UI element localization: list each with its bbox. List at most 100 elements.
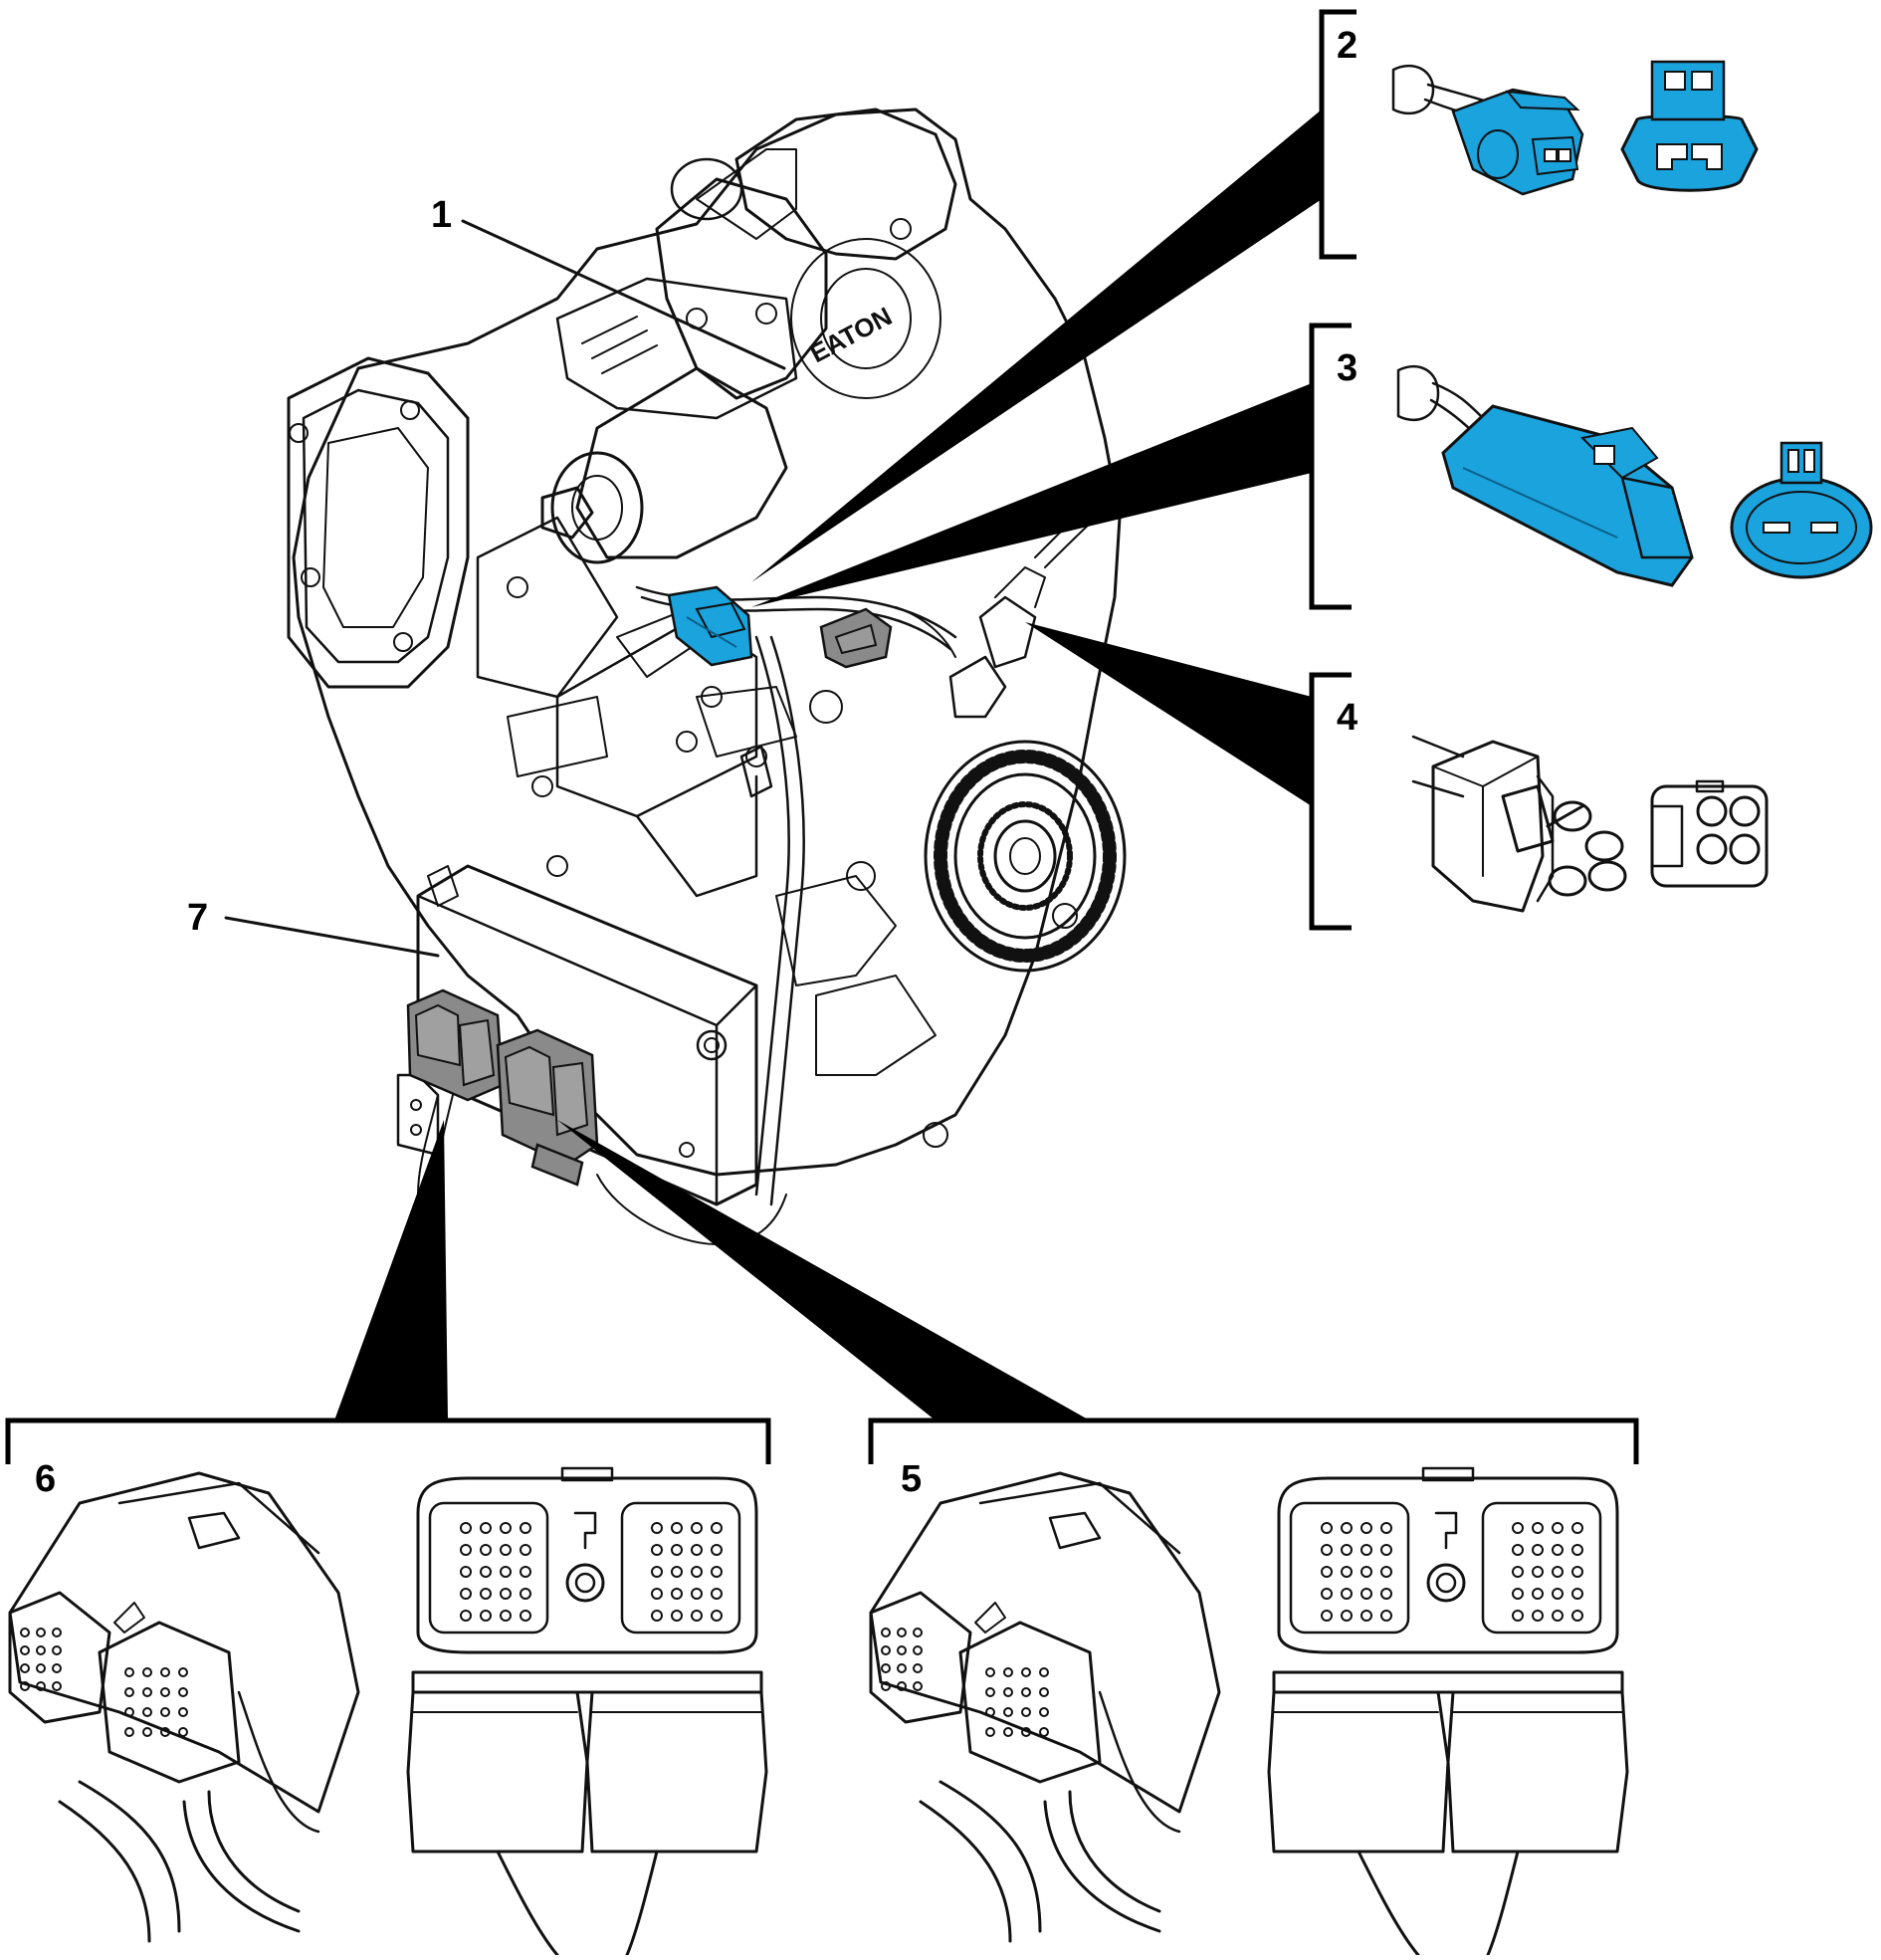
pin-hole [671, 1588, 683, 1600]
pin-hole [881, 1681, 891, 1691]
pin-hole [1571, 1566, 1583, 1578]
pin-hole [985, 1667, 995, 1677]
pin-hole [1512, 1566, 1524, 1578]
pin-hole [671, 1566, 683, 1578]
pin-hole [1571, 1522, 1583, 1534]
pin-hole [178, 1727, 188, 1737]
pin-hole [985, 1727, 995, 1737]
housing-logo: EATON [805, 301, 897, 368]
pin-hole [1003, 1667, 1013, 1677]
wedge-4 [1025, 622, 1312, 806]
pin-hole [1552, 1522, 1564, 1534]
pin-hole [1532, 1588, 1544, 1600]
detail-5-tcm-plugs [869, 1466, 1629, 1957]
pin-hole [1003, 1707, 1013, 1717]
pin-hole [1321, 1610, 1333, 1622]
pin-hole [671, 1610, 683, 1622]
pin-hole [1512, 1522, 1524, 1534]
pin-hole [1571, 1544, 1583, 1556]
leader-line-1 [461, 219, 786, 370]
detail-3-sealed-connector [1396, 364, 1873, 587]
pin-hole [1552, 1610, 1564, 1622]
callout-5: 5 [901, 1458, 922, 1500]
pin-hole [520, 1610, 531, 1622]
pin-hole [1360, 1544, 1372, 1556]
pin-hole [480, 1610, 492, 1622]
pin-hole [691, 1588, 703, 1600]
pin-hole [142, 1687, 152, 1697]
pin-hole [124, 1667, 134, 1677]
pin-hole [1360, 1610, 1372, 1622]
pin-hole [460, 1588, 472, 1600]
pin-hole [1003, 1727, 1013, 1737]
pin-hole [691, 1522, 703, 1534]
pin-hole [36, 1663, 46, 1673]
leader-line-7 [224, 916, 440, 958]
pin-hole [178, 1707, 188, 1717]
bracket-5 [868, 1417, 1639, 1464]
pin-hole [1380, 1610, 1392, 1622]
bracket-2 [1319, 9, 1357, 260]
pin-hole [124, 1687, 134, 1697]
output-tone-wheel [924, 740, 1127, 973]
pin-hole [160, 1727, 170, 1737]
pin-hole [711, 1588, 723, 1600]
pin-hole [178, 1687, 188, 1697]
pin-hole [460, 1610, 472, 1622]
callout-6: 6 [35, 1458, 56, 1500]
detail-6-tcm-plugs [8, 1466, 768, 1957]
wedge-5 [557, 1120, 1090, 1420]
callout-1: 1 [431, 194, 452, 236]
pin-hole [1341, 1522, 1353, 1534]
highlighted-connector-on-unit [667, 585, 753, 667]
pin-hole [1380, 1588, 1392, 1600]
pin-hole [913, 1681, 923, 1691]
callout-3: 3 [1337, 347, 1358, 389]
pin-hole [651, 1588, 663, 1600]
pin-hole [1532, 1610, 1544, 1622]
pin-hole [1552, 1566, 1564, 1578]
pin-hole [124, 1727, 134, 1737]
pin-hole [460, 1566, 472, 1578]
callout-2: 2 [1337, 25, 1358, 67]
pin-hole [1571, 1610, 1583, 1622]
pin-hole [1360, 1522, 1372, 1534]
pin-hole [1360, 1588, 1372, 1600]
pin-hole [913, 1645, 923, 1655]
pin-hole [1039, 1727, 1049, 1737]
pin-hole [1512, 1544, 1524, 1556]
pin-hole [1532, 1522, 1544, 1534]
gray-connector-on-unit [819, 607, 893, 669]
pin-hole [1532, 1544, 1544, 1556]
pin-hole [1321, 1588, 1333, 1600]
pin-hole [1039, 1667, 1049, 1677]
pin-hole [52, 1681, 62, 1691]
pin-hole [881, 1645, 891, 1655]
pin-hole [52, 1628, 62, 1637]
transmission-housing: EATON [287, 108, 1122, 1177]
pin-hole [913, 1663, 923, 1673]
pin-hole [1341, 1588, 1353, 1600]
pin-hole [1341, 1566, 1353, 1578]
pin-hole [897, 1628, 907, 1637]
pin-hole [1321, 1544, 1333, 1556]
pin-hole [1360, 1566, 1372, 1578]
pin-hole [500, 1588, 512, 1600]
pin-hole [1341, 1610, 1353, 1622]
pin-hole [691, 1544, 703, 1556]
pin-hole [1021, 1667, 1031, 1677]
pin-hole [160, 1687, 170, 1697]
pin-hole [160, 1707, 170, 1717]
pin-hole [20, 1681, 30, 1691]
pin-hole [480, 1544, 492, 1556]
pin-hole [711, 1610, 723, 1622]
wedge-6 [334, 1120, 448, 1420]
pin-hole [1380, 1522, 1392, 1534]
pin-hole [985, 1707, 995, 1717]
detail-4-sensor-connector [1411, 735, 1769, 913]
pin-hole [1512, 1588, 1524, 1600]
pin-hole [1532, 1566, 1544, 1578]
callout-4: 4 [1337, 697, 1358, 739]
pin-hole [142, 1707, 152, 1717]
pin-hole [36, 1628, 46, 1637]
